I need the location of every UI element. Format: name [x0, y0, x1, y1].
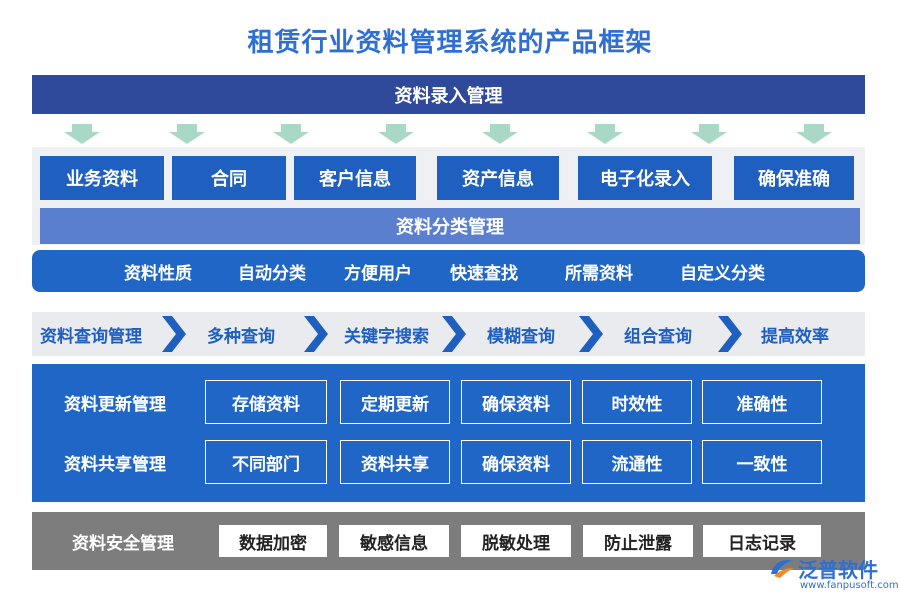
update-item: 时效性 [582, 380, 692, 424]
share-item: 不同部门 [205, 440, 327, 484]
security-item: 数据加密 [219, 525, 327, 557]
logo-url: www.fanpusoft.com [800, 580, 899, 591]
down-arrow-icon [796, 124, 832, 144]
classification-pill: 资料性质 自动分类 方便用户 快速查找 所需资料 自定义分类 [32, 250, 865, 292]
security-item: 敏感信息 [339, 525, 449, 557]
chevron-right-icon [718, 316, 742, 352]
down-arrow-icon [482, 124, 518, 144]
down-arrow-icon [378, 124, 414, 144]
fanpu-logo-icon [771, 560, 794, 578]
chevron-right-icon [442, 316, 466, 352]
share-item: 确保资料 [461, 440, 571, 484]
entry-item: 合同 [172, 156, 286, 200]
page-title: 租赁行业资料管理系统的产品框架 [247, 28, 653, 58]
query-flow: 资料查询管理 多种查询 关键字搜索 模糊查询 组合查询 提高效率 [32, 312, 865, 356]
update-item: 定期更新 [340, 380, 450, 424]
update-label: 资料更新管理 [64, 394, 166, 415]
update-share-block: 资料更新管理 存储资料 定期更新 确保资料 时效性 准确性 资料共享管理 不同部… [32, 364, 865, 502]
update-item: 存储资料 [205, 380, 327, 424]
down-arrow-icon [64, 124, 100, 144]
logo-name: 泛普软件 [798, 558, 878, 582]
down-arrow-icon [587, 124, 623, 144]
brand-logo: 泛普软件 www.fanpusoft.com [768, 554, 899, 598]
classification-item: 所需资料 [565, 263, 633, 284]
query-item: 模糊查询 [487, 326, 555, 347]
down-arrow-icon [273, 124, 309, 144]
down-arrow-icon [691, 124, 727, 144]
classification-item: 快速查找 [450, 263, 518, 284]
share-item: 流通性 [582, 440, 692, 484]
query-item: 组合查询 [624, 326, 692, 347]
query-item: 提高效率 [761, 326, 829, 347]
classification-header: 资料分类管理 [40, 208, 860, 244]
update-item: 准确性 [702, 380, 822, 424]
classification-item: 资料性质 [124, 263, 192, 284]
security-item: 脱敏处理 [461, 525, 571, 557]
query-item: 关键字搜索 [344, 326, 429, 347]
security-item: 日志记录 [703, 525, 821, 557]
classification-item: 自动分类 [238, 263, 306, 284]
entry-item: 确保准确 [734, 156, 854, 200]
share-item: 一致性 [702, 440, 822, 484]
down-arrow-icon [169, 124, 205, 144]
share-item: 资料共享 [340, 440, 450, 484]
security-item: 防止泄露 [583, 525, 693, 557]
classification-item: 自定义分类 [680, 263, 765, 284]
entry-item: 电子化录入 [578, 156, 712, 200]
entry-items: 业务资料 合同 客户信息 资产信息 电子化录入 确保准确 [40, 156, 860, 200]
security-label: 资料安全管理 [72, 533, 174, 554]
entry-item: 客户信息 [294, 156, 416, 200]
query-item: 资料查询管理 [40, 326, 142, 347]
down-arrows [32, 124, 865, 144]
chevron-right-icon [162, 316, 186, 352]
classification-item: 方便用户 [344, 263, 412, 284]
update-item: 确保资料 [461, 380, 571, 424]
chevron-right-icon [304, 316, 328, 352]
security-block: 资料安全管理 数据加密 敏感信息 脱敏处理 防止泄露 日志记录 [32, 512, 865, 570]
entry-item: 业务资料 [40, 156, 164, 200]
entry-header: 资料录入管理 [32, 75, 865, 114]
share-label: 资料共享管理 [64, 454, 166, 475]
chevron-right-icon [579, 316, 603, 352]
query-item: 多种查询 [207, 326, 275, 347]
entry-item: 资产信息 [437, 156, 559, 200]
